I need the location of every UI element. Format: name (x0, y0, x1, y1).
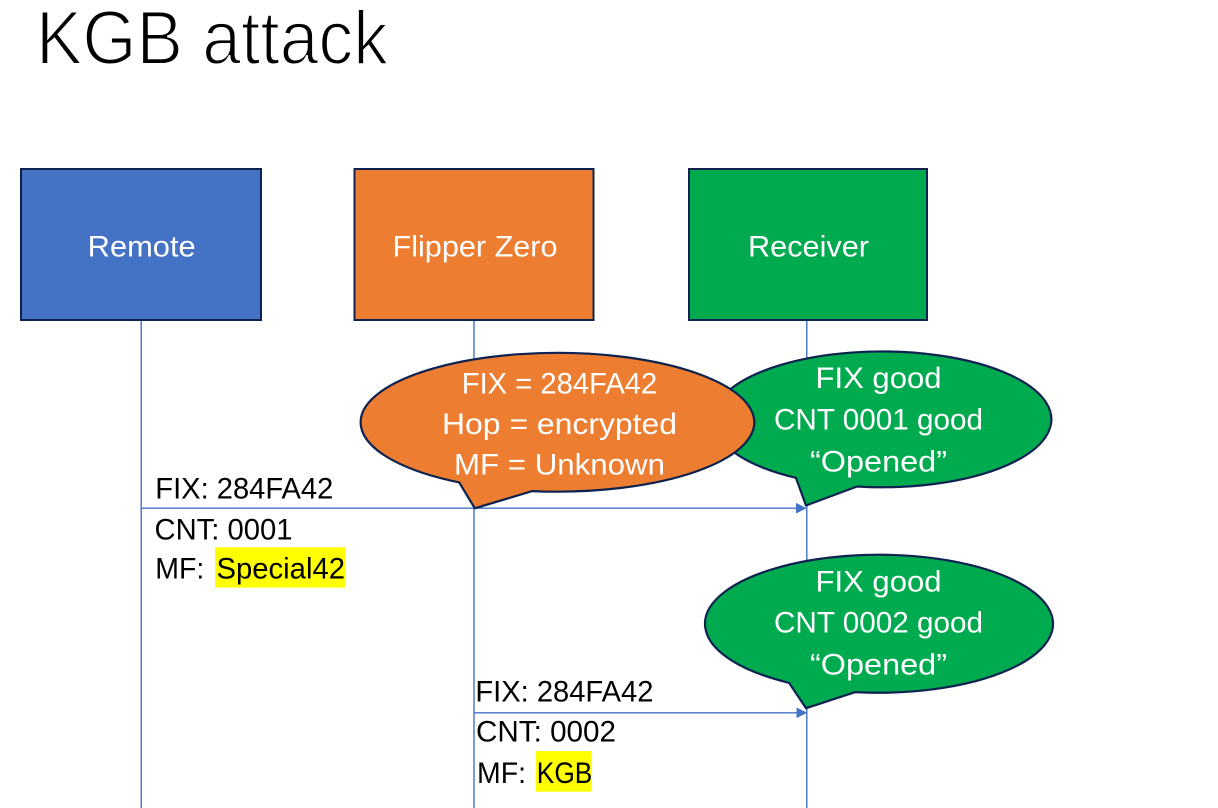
svg-text:“Opened”: “Opened” (810, 649, 947, 682)
svg-text:Flipper Zero: Flipper Zero (393, 231, 558, 264)
svg-text:KGB: KGB (537, 757, 593, 790)
svg-text:KGB attack: KGB attack (36, 0, 389, 81)
svg-text:Receiver: Receiver (748, 231, 869, 264)
svg-text:CNT: 0002: CNT: 0002 (476, 715, 616, 748)
svg-text:MF = Unknown: MF = Unknown (454, 449, 665, 482)
svg-text:MF:: MF: (155, 553, 204, 586)
svg-text:“Opened”: “Opened” (810, 446, 947, 479)
svg-text:FIX good: FIX good (816, 566, 942, 599)
svg-text:FIX good: FIX good (816, 362, 942, 395)
svg-text:Special42: Special42 (217, 553, 346, 586)
svg-text:Hop = encrypted: Hop = encrypted (442, 408, 677, 441)
svg-text:CNT 0002 good: CNT 0002 good (774, 607, 983, 640)
svg-text:Remote: Remote (88, 231, 196, 264)
svg-text:CNT 0001 good: CNT 0001 good (774, 404, 983, 437)
svg-text:CNT: 0001: CNT: 0001 (155, 514, 293, 547)
svg-text:MF:: MF: (477, 757, 526, 790)
svg-text:FIX: 284FA42: FIX: 284FA42 (475, 675, 653, 708)
svg-text:FIX: 284FA42: FIX: 284FA42 (155, 473, 333, 506)
svg-text:FIX = 284FA42: FIX = 284FA42 (462, 368, 658, 401)
